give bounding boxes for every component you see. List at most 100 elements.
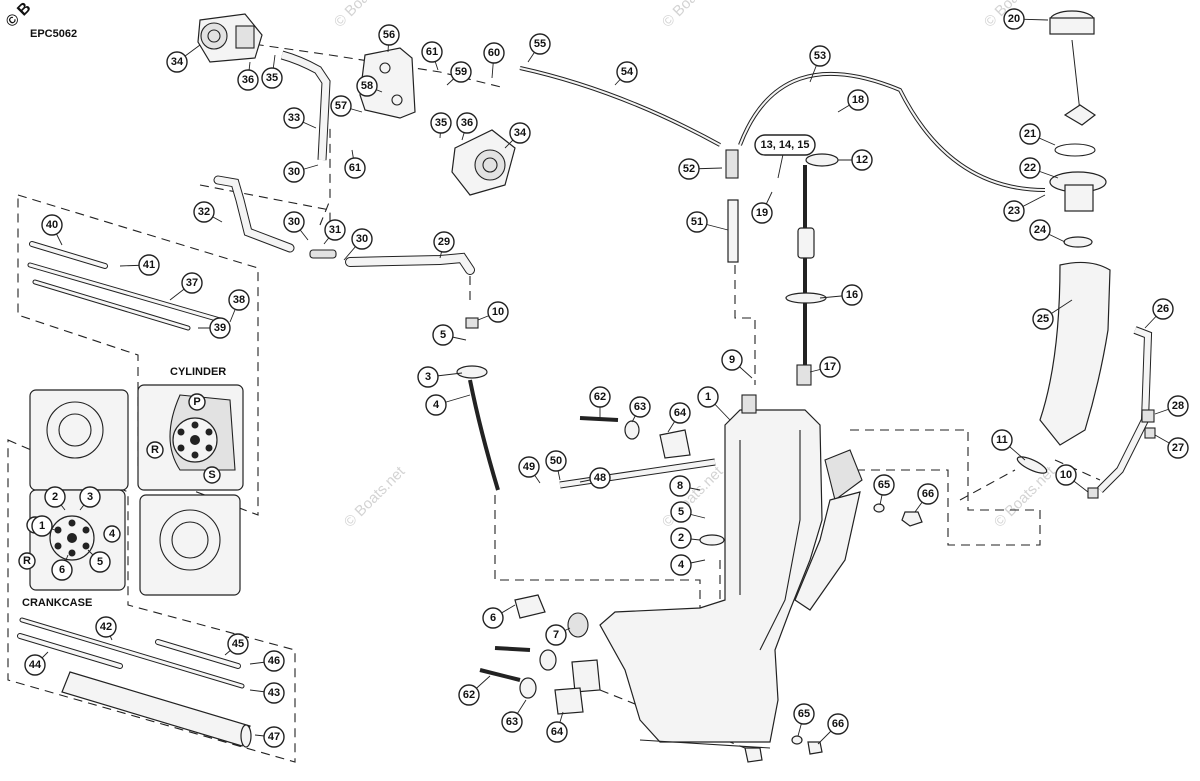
svg-text:63: 63 (634, 401, 646, 413)
svg-text:60: 60 (488, 47, 500, 59)
callout-63: 63 (629, 396, 651, 418)
callout-12: 12 (851, 149, 873, 171)
svg-text:19: 19 (756, 207, 768, 219)
leader-dash (734, 235, 756, 385)
port-letter-r (18, 552, 36, 570)
watermark: © Boats.net (991, 463, 1059, 531)
leader-dash (199, 184, 331, 240)
callout-5: 5 (89, 551, 111, 573)
clamp-10 (465, 317, 479, 329)
cylinder-bore (46, 401, 104, 459)
svg-text:45: 45 (232, 638, 244, 650)
svg-text:8: 8 (677, 480, 683, 492)
callout-6: 6 (482, 607, 504, 629)
callout-51: 51 (686, 211, 708, 233)
svg-text:34: 34 (171, 56, 184, 68)
callout-36: 36 (237, 69, 259, 91)
callout-65: 65 (793, 703, 815, 725)
port-hole (54, 542, 62, 550)
callout-30: 30 (283, 161, 305, 183)
svg-text:5: 5 (678, 506, 684, 518)
callout-61: 61 (421, 41, 443, 63)
callout-21: 21 (1019, 123, 1041, 145)
svg-text:24: 24 (1034, 224, 1047, 236)
svg-text:R: R (23, 555, 31, 567)
port-letter-r (146, 441, 164, 459)
watermark: © Boats.net (659, 463, 727, 531)
svg-text:51: 51 (691, 216, 703, 228)
svg-text:26: 26 (1157, 303, 1169, 315)
crankcase-casting-2 (139, 494, 241, 596)
callout-38: 38 (228, 289, 250, 311)
port-hole (68, 519, 76, 527)
port-letter-4 (103, 525, 121, 543)
callout-64: 64 (546, 721, 568, 743)
callout-5: 5 (670, 501, 692, 523)
callout-36: 36 (456, 112, 478, 134)
callout-22: 22 (1019, 157, 1041, 179)
port-hole (205, 428, 213, 436)
svg-text:62: 62 (463, 689, 475, 701)
crankcase-label: CRANKCASE (22, 597, 92, 609)
svg-text:61: 61 (426, 46, 438, 58)
svg-text:10: 10 (1060, 469, 1072, 481)
svg-text:12: 12 (856, 154, 868, 166)
callout-33: 33 (283, 107, 305, 129)
callout-2: 2 (44, 486, 66, 508)
svg-text:54: 54 (621, 66, 634, 78)
svg-text:34: 34 (514, 127, 527, 139)
callout-18: 18 (847, 89, 869, 111)
svg-text:22: 22 (1024, 162, 1036, 174)
leader-dash (224, 39, 506, 89)
svg-text:63: 63 (506, 716, 518, 728)
svg-text:55: 55 (534, 38, 546, 50)
oil-tank (599, 394, 863, 749)
callout-32: 32 (193, 201, 215, 223)
svg-text:32: 32 (198, 206, 210, 218)
svg-text:65: 65 (878, 479, 890, 491)
watermark: © Boats.net (659, 0, 727, 31)
callout-35: 35 (261, 67, 283, 89)
callout-55: 55 (529, 33, 551, 55)
svg-text:9: 9 (729, 354, 735, 366)
callout-64: 64 (669, 402, 691, 424)
port-hole (205, 444, 213, 452)
svg-text:36: 36 (461, 117, 473, 129)
callout-29: 29 (433, 231, 455, 253)
callout-7: 7 (545, 624, 567, 646)
callout-47: 47 (263, 726, 285, 748)
callout-39: 39 (209, 317, 231, 339)
port-letter-s (203, 466, 221, 484)
fitting-2 (699, 534, 725, 546)
callout-16: 16 (841, 284, 863, 306)
callout-62: 62 (589, 386, 611, 408)
port-hole (177, 444, 185, 452)
svg-text:65: 65 (798, 708, 810, 720)
y-fitting-52 (725, 149, 739, 179)
callout-6: 6 (51, 559, 73, 581)
svg-text:6: 6 (59, 564, 65, 576)
grommet-7 (567, 612, 589, 638)
callout-28: 28 (1167, 395, 1189, 417)
svg-text:53: 53 (814, 50, 826, 62)
svg-text:35: 35 (266, 72, 278, 84)
callout-46: 46 (263, 650, 285, 672)
svg-text:3: 3 (425, 371, 431, 383)
tee-31 (309, 249, 337, 259)
callout-50: 50 (545, 450, 567, 472)
callout-48: 48 (589, 467, 611, 489)
leader-dash (959, 469, 1016, 501)
callout-3: 3 (417, 366, 439, 388)
bracket-56 (359, 47, 416, 119)
svg-text:27: 27 (1172, 442, 1184, 454)
pump-34-right (451, 129, 516, 196)
svg-text:39: 39 (214, 322, 226, 334)
svg-text:21: 21 (1024, 128, 1036, 140)
port-letter-p (188, 393, 206, 411)
svg-text:47: 47 (268, 731, 280, 743)
callout-30: 30 (283, 211, 305, 233)
callout-53: 53 (809, 45, 831, 67)
pump-34-top (197, 13, 263, 63)
